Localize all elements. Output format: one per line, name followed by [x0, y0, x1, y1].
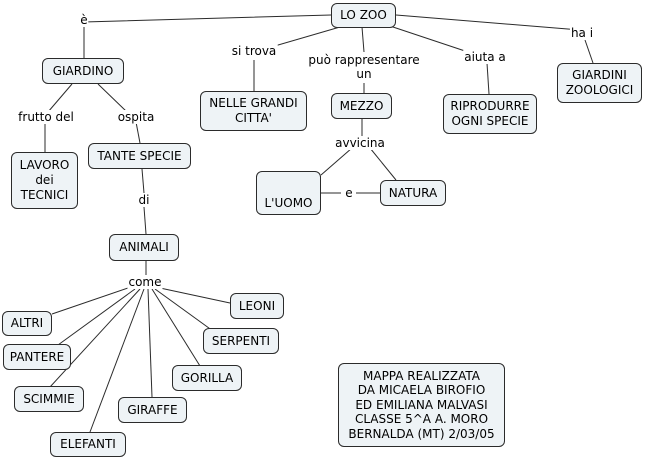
link-label-come: come — [127, 275, 163, 289]
edge-avvicina-natura — [369, 147, 397, 181]
edge-giardino-ospita — [97, 83, 128, 113]
node-natura[interactable]: NATURA — [380, 180, 446, 206]
edge-lozoo-aiuta — [383, 23, 469, 53]
node-uomo[interactable]: L'UOMO — [256, 171, 321, 215]
edge-di-animali — [143, 206, 147, 235]
link-label-e-conj: e — [344, 186, 354, 200]
edge-come-scimmie — [49, 288, 141, 388]
link-label-avvicina: avvicina — [334, 136, 386, 150]
node-lavoro-tecnici[interactable]: LAVORO dei TECNICI — [11, 152, 78, 209]
node-pantere[interactable]: PANTERE — [3, 344, 71, 370]
node-nelle-grandi-citta[interactable]: NELLE GRANDI CITTA' — [200, 91, 307, 131]
node-giraffe[interactable]: GIRAFFE — [118, 397, 187, 423]
node-elefanti[interactable]: ELEFANTI — [50, 432, 126, 457]
node-riprodurre[interactable]: RIPRODURRE OGNI SPECIE — [443, 94, 537, 134]
node-altri[interactable]: ALTRI — [2, 311, 52, 336]
link-label-frutto-del: frutto del — [17, 110, 75, 124]
edge-come-giraffe — [147, 288, 153, 398]
node-gorilla[interactable]: GORILLA — [172, 365, 242, 391]
link-label-ospita: ospita — [116, 110, 156, 124]
edge-ospita-tantespecie — [135, 121, 141, 144]
edge-come-gorilla — [151, 288, 201, 367]
link-label-di: di — [137, 193, 151, 207]
edge-giardino-frutto — [47, 83, 73, 113]
edge-come-pantere — [57, 288, 136, 346]
edge-lozoo-rappresentare — [361, 26, 365, 53]
edge-aiuta-riprodurre — [486, 62, 490, 95]
edge-hai-zoologici — [584, 39, 594, 64]
node-mezzo[interactable]: MEZZO — [331, 93, 392, 119]
edge-avvicina-uomo — [320, 147, 353, 176]
node-giardini-zoologici[interactable]: GIARDINI ZOOLOGICI — [557, 63, 642, 103]
node-scimmie[interactable]: SCIMMIE — [14, 386, 84, 412]
node-animali[interactable]: ANIMALI — [109, 234, 179, 261]
link-label-ha-i: ha i — [569, 26, 595, 40]
node-serpenti[interactable]: SERPENTI — [203, 328, 279, 354]
node-tante-specie[interactable]: TANTE SPECIE — [88, 143, 191, 169]
edge-lozoo-giardino — [83, 14, 332, 58]
link-label-si-trova: si trova — [230, 44, 278, 58]
edge-come-altri — [51, 287, 129, 315]
node-leoni[interactable]: LEONI — [230, 293, 284, 319]
link-label-e-verb: è — [79, 13, 89, 27]
edge-tantespecie-di — [141, 168, 145, 194]
edge-come-leoni — [159, 287, 231, 304]
node-lo-zoo[interactable]: LO ZOO — [331, 3, 396, 28]
link-label-aiuta-a: aiuta a — [463, 50, 507, 64]
node-credits[interactable]: MAPPA REALIZZATA DA MICAELA BIROFIO ED E… — [338, 363, 505, 447]
link-label-puo-rappresentare: può rappresentare un — [307, 53, 421, 81]
edge-lozoo-hai — [395, 14, 581, 31]
edge-come-elefanti — [89, 288, 145, 433]
node-giardino[interactable]: GIARDINO — [42, 58, 124, 84]
edge-come-serpenti — [154, 288, 214, 332]
